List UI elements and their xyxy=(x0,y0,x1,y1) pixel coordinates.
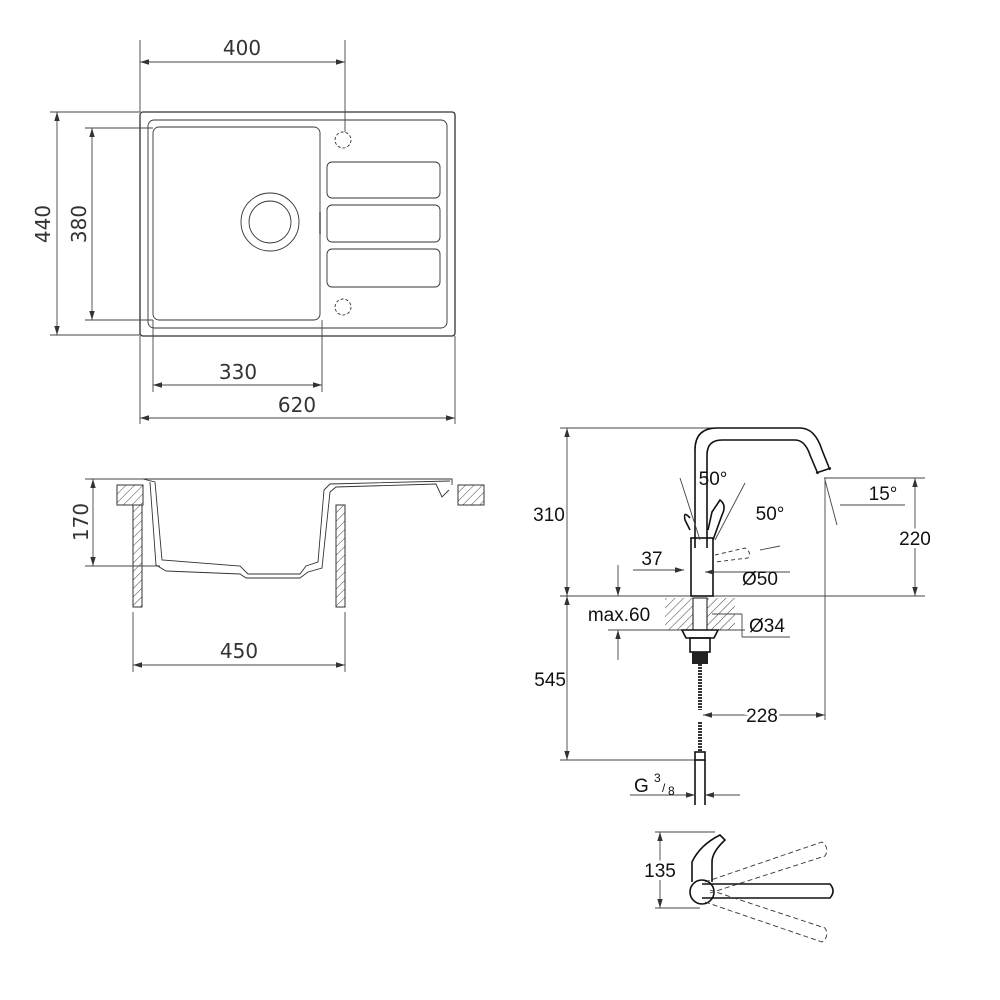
angle-50-a: 50° xyxy=(699,469,728,490)
thread-denominator: 8 xyxy=(668,784,675,798)
dim-170: 170 xyxy=(69,503,93,541)
dim-380: 380 xyxy=(67,205,91,243)
drain-inner xyxy=(248,200,292,244)
sink-bowl xyxy=(152,126,321,321)
dim-620: 620 xyxy=(278,393,316,417)
dim-440: 440 xyxy=(31,205,55,243)
sink-top-view: 400 440 380 330 620 xyxy=(31,36,456,424)
angle-15: 15° xyxy=(869,484,898,505)
dim-545: 545 xyxy=(534,670,566,691)
tap-hole xyxy=(334,131,352,149)
dim-135: 135 xyxy=(644,861,676,882)
dim-450: 450 xyxy=(220,639,258,663)
drainer-groove xyxy=(326,248,441,288)
dim-330: 330 xyxy=(219,360,257,384)
dim-400: 400 xyxy=(223,36,261,60)
thread-numerator: 3 xyxy=(654,771,661,785)
faucet-side-view: 310 545 50° 50° 15° 220 37 Ø50 max.60 xyxy=(533,427,934,805)
sink-outline xyxy=(139,111,456,337)
dim-max-60: max.60 xyxy=(588,605,650,626)
fraction-slash: / xyxy=(662,781,666,795)
dim-37: 37 xyxy=(641,549,662,570)
dim-228: 228 xyxy=(746,706,778,727)
sink-rim xyxy=(147,119,448,329)
dim-310: 310 xyxy=(533,505,565,526)
dim-dia-34: Ø34 xyxy=(749,616,785,637)
faucet-top-view: 135 xyxy=(641,831,834,943)
dim-220: 220 xyxy=(899,529,931,550)
dim-dia-50: Ø50 xyxy=(742,569,778,590)
thread-g: G xyxy=(634,776,649,797)
sink-side-view: 170 450 xyxy=(69,478,485,672)
drainer-groove xyxy=(326,204,441,243)
drain-outer xyxy=(240,192,300,252)
tap-hole xyxy=(334,298,352,316)
drainer-groove xyxy=(326,161,441,199)
angle-50-b: 50° xyxy=(756,504,785,525)
